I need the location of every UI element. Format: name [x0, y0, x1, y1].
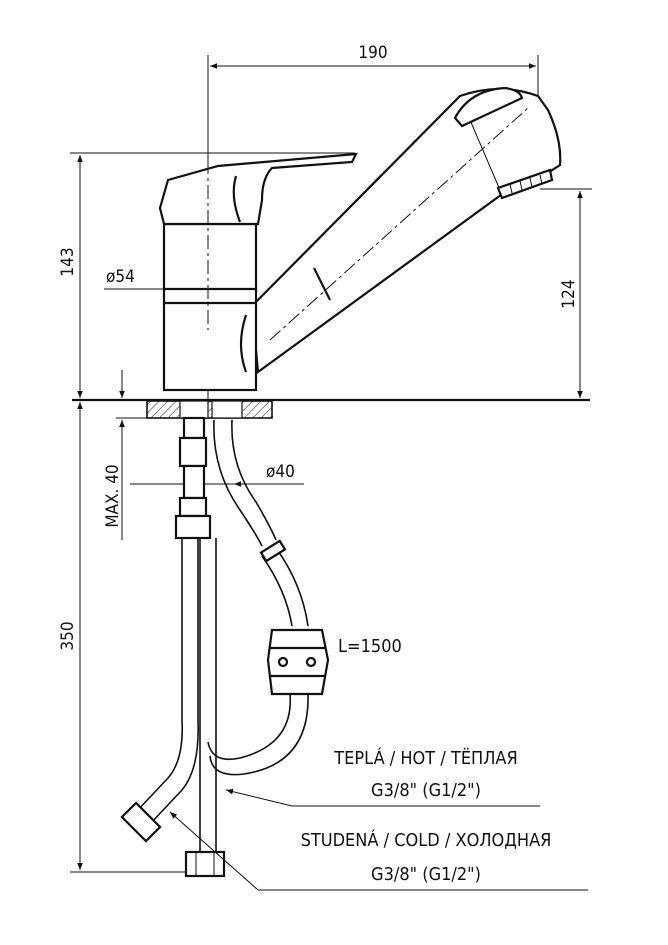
- faucet-body: [158, 86, 562, 392]
- threaded-shank: [174, 416, 212, 540]
- dimension-143-label: 143: [58, 247, 78, 276]
- dimension-54-label: ø54: [106, 267, 135, 287]
- hot-connection-callout: TEPLÁ / HOT / ТЁПЛАЯ G3/8" (G1/2"): [225, 747, 540, 807]
- dimension-depth-350: 350: [58, 402, 186, 873]
- dimension-max-40: MAX. 40: [103, 370, 148, 540]
- dimension-height-143: 143: [58, 152, 355, 398]
- hot-connection-thread: G3/8" (G1/2"): [371, 780, 481, 801]
- dimension-40-label: ø40: [266, 462, 295, 482]
- pull-out-spray-hose: [207, 419, 330, 776]
- hot-connection-label: TEPLÁ / HOT / ТЁПЛАЯ: [333, 747, 518, 769]
- hot-supply-hose: [120, 538, 199, 843]
- cold-connection-label: STUDENÁ / COLD / ХОЛОДНАЯ: [301, 829, 552, 851]
- hose-length-label: L=1500: [338, 636, 402, 657]
- mounting-flange: [146, 400, 273, 419]
- dimension-max-40-label: MAX. 40: [103, 464, 123, 527]
- dimension-diameter-40: ø40: [130, 462, 304, 487]
- cold-connection-callout: STUDENÁ / COLD / ХОЛОДНАЯ G3/8" (G1/2"): [169, 811, 588, 891]
- dimension-190-label: 190: [358, 43, 387, 63]
- cold-connection-thread: G3/8" (G1/2"): [371, 864, 481, 885]
- dimension-124-label: 124: [559, 279, 579, 308]
- dimension-height-124: 124: [540, 188, 592, 398]
- cold-supply-hose: [184, 538, 226, 878]
- dimension-350-label: 350: [58, 621, 78, 650]
